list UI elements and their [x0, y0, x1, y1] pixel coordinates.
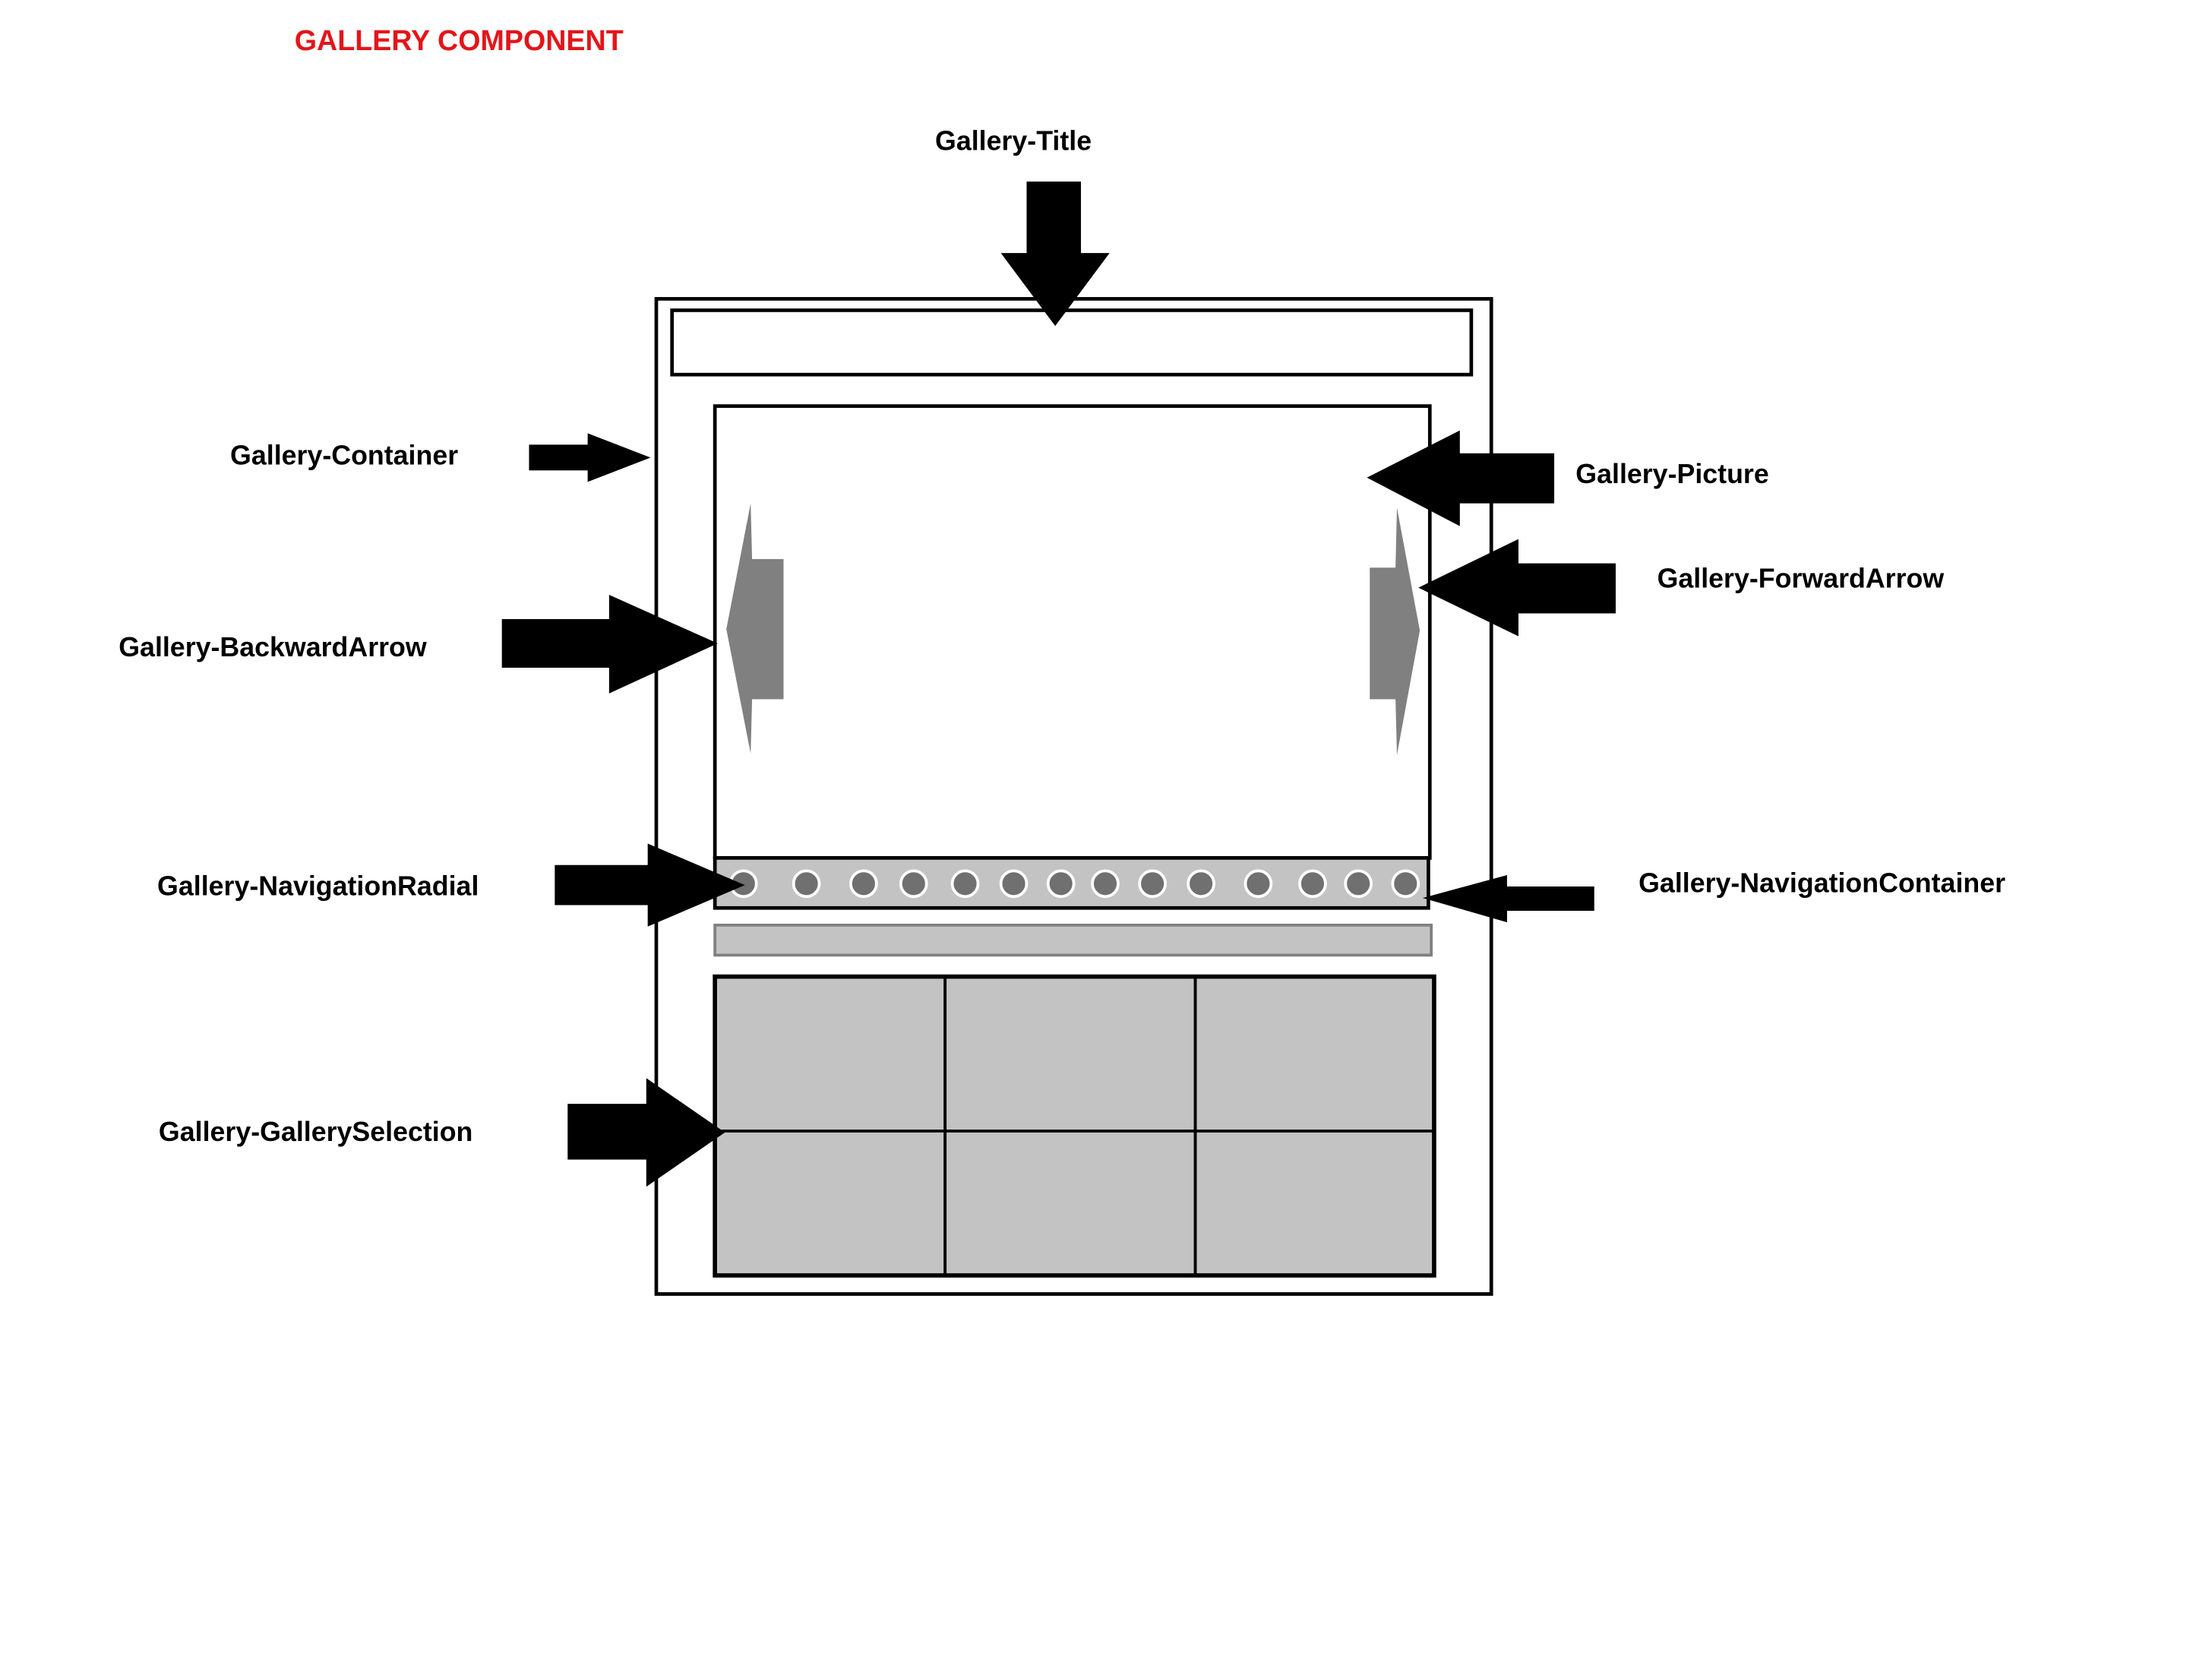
black-arrow-icon-backward [501, 595, 718, 694]
navigation-radial[interactable] [1187, 869, 1215, 899]
selection-thumb[interactable] [943, 975, 1197, 1133]
selection-thumb[interactable] [1193, 975, 1436, 1133]
backward-arrow-icon[interactable] [726, 503, 784, 754]
selection-thumb[interactable] [713, 1130, 947, 1277]
navigation-radial[interactable] [1243, 869, 1273, 899]
gallery-title-box [670, 308, 1474, 377]
label-gallery-container: Gallery-Container [230, 441, 459, 472]
navigation-radial[interactable] [950, 869, 980, 899]
black-arrow-icon-title [1000, 182, 1110, 327]
navigation-radial[interactable] [899, 869, 928, 899]
black-arrow-icon-picture [1367, 430, 1555, 526]
gallery-picture-box [713, 404, 1432, 860]
navigation-radial[interactable] [1046, 869, 1076, 899]
black-arrow-icon-container [529, 433, 651, 482]
navigation-radial[interactable] [1138, 869, 1167, 899]
navigation-radial[interactable] [1344, 869, 1373, 899]
forward-arrow-icon[interactable] [1370, 507, 1420, 755]
label-gallery-forward-arrow: Gallery-ForwardArrow [1657, 564, 1945, 596]
navigation-radial[interactable] [1298, 869, 1327, 899]
label-gallery-navigation-container: Gallery-NavigationContainer [1638, 869, 2006, 899]
label-gallery-gallery-selection: Gallery-GallerySelection [158, 1117, 473, 1149]
label-gallery-navigation-radial: Gallery-NavigationRadial [157, 872, 479, 902]
label-gallery-picture: Gallery-Picture [1575, 460, 1769, 491]
navigation-radial[interactable] [849, 869, 878, 899]
black-arrow-icon-radial [555, 843, 745, 927]
navigation-radial[interactable] [1391, 869, 1420, 899]
gallery-separator-bar [713, 923, 1433, 957]
navigation-radial[interactable] [999, 869, 1029, 899]
black-arrow-icon-forward [1418, 539, 1616, 637]
diagram-heading: GALLERY COMPONENT [294, 25, 624, 58]
navigation-radial[interactable] [1091, 869, 1120, 899]
black-arrow-icon-navcontainer [1422, 874, 1594, 923]
label-gallery-title: Gallery-Title [935, 127, 1092, 158]
selection-thumb[interactable] [713, 975, 947, 1133]
navigation-radial[interactable] [792, 869, 821, 899]
selection-thumb[interactable] [943, 1130, 1197, 1277]
label-gallery-backward-arrow: Gallery-BackwardArrow [118, 633, 427, 664]
selection-thumb[interactable] [1193, 1130, 1436, 1277]
gallery-selection-grid [713, 974, 1436, 1278]
